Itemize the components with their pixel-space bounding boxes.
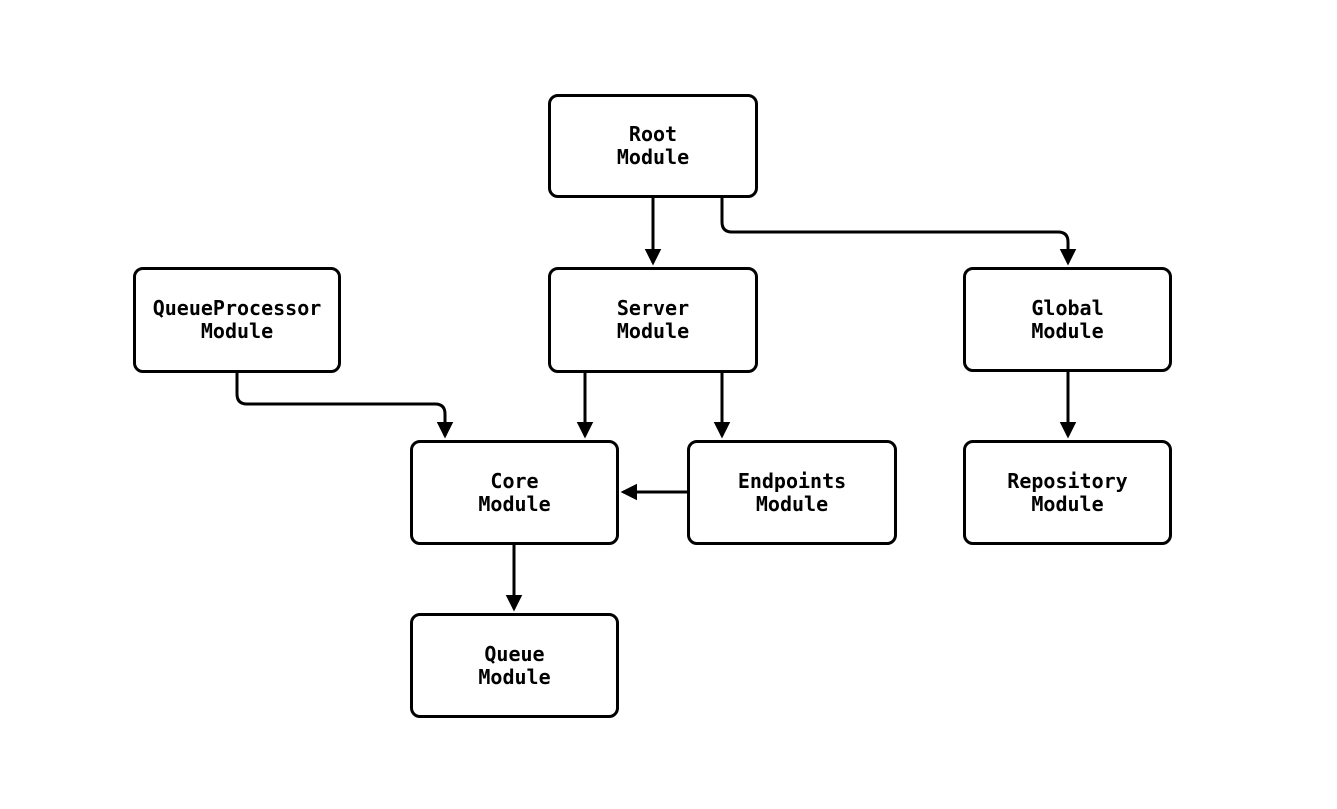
node-queueprocessor-module: QueueProcessor Module <box>133 267 341 373</box>
node-server-module: Server Module <box>548 267 758 373</box>
node-core-module-label: Core Module <box>478 468 551 516</box>
node-queueprocessor-module-label: QueueProcessor Module <box>152 296 322 343</box>
node-queue-module: Queue Module <box>410 613 619 718</box>
node-core-module: Core Module <box>410 440 619 545</box>
node-server-module-label: Server Module <box>616 296 690 343</box>
node-global-module: Global Module <box>963 267 1172 372</box>
node-endpoints-module-label: Endpoints Module <box>737 468 847 516</box>
edge-root-to-global <box>720 198 1077 266</box>
node-root-module: Root Module <box>548 94 758 198</box>
node-queue-module-label: Queue Module <box>478 641 551 689</box>
node-repository-module: Repository Module <box>963 440 1172 545</box>
node-root-module-label: Root Module <box>616 122 690 169</box>
node-repository-module-label: Repository Module <box>1007 468 1128 516</box>
node-endpoints-module: Endpoints Module <box>687 440 897 545</box>
node-global-module-label: Global Module <box>1031 295 1104 343</box>
edge-queueprocessor-to-core <box>235 373 454 439</box>
